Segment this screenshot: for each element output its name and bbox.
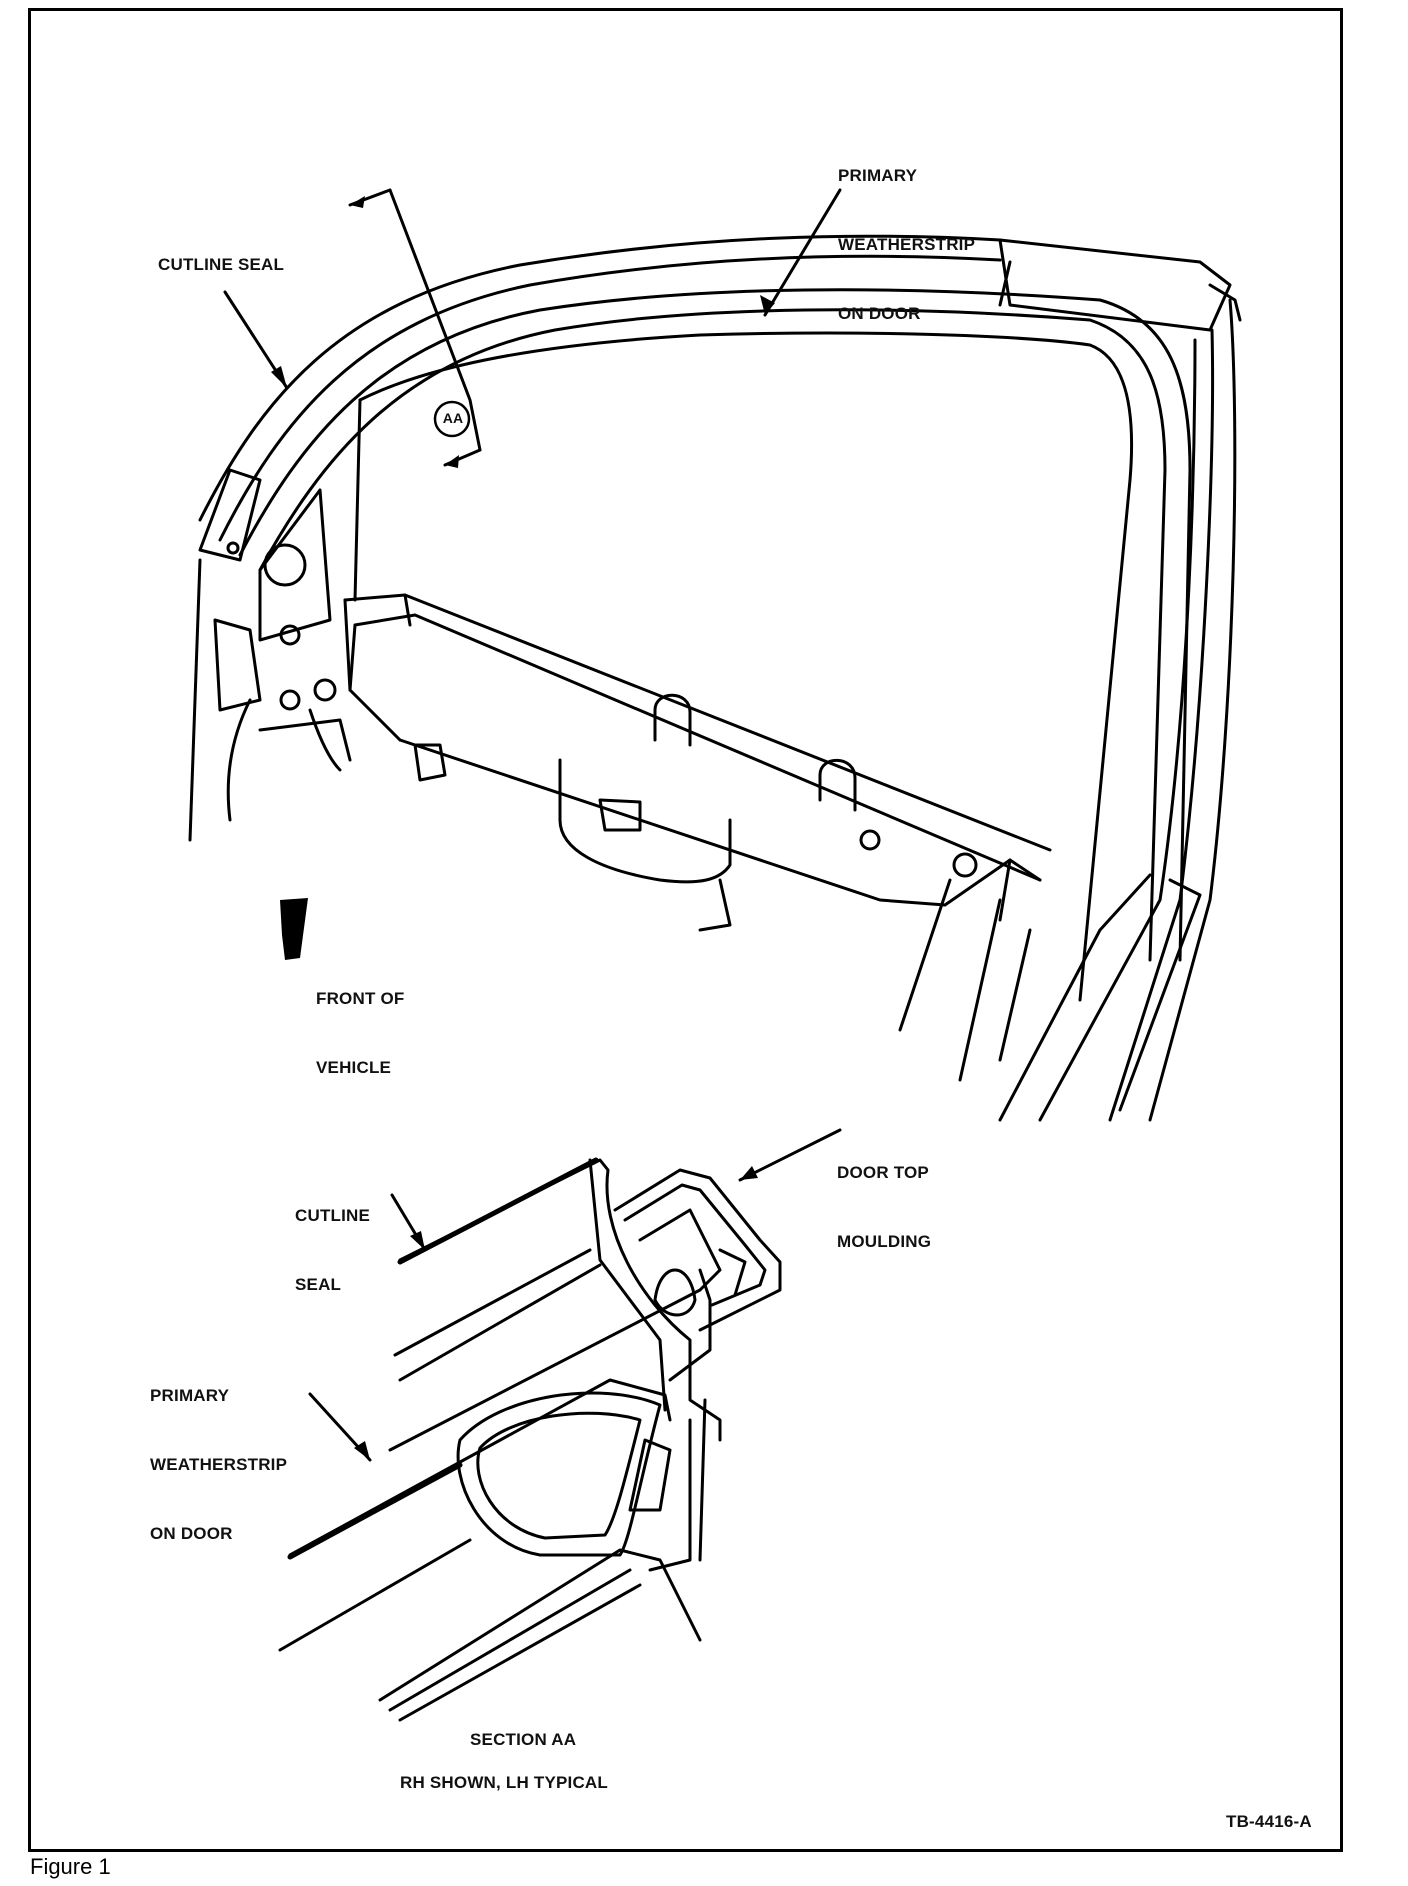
label-line: ON DOOR	[838, 304, 921, 323]
label-line: WEATHERSTRIP	[838, 235, 976, 254]
figure-border	[28, 8, 1343, 1852]
label-front-of-vehicle: FRONT OF VEHICLE	[316, 941, 404, 1102]
label-line: FRONT OF	[316, 989, 405, 1008]
label-primary-weatherstrip-top: PRIMARY WEATHERSTRIP ON DOOR	[838, 118, 975, 348]
label-primary-weatherstrip-section: PRIMARY WEATHERSTRIP ON DOOR	[150, 1338, 287, 1568]
label-line: WEATHERSTRIP	[150, 1455, 288, 1474]
label-line: PRIMARY	[150, 1386, 230, 1405]
section-note: RH SHOWN, LH TYPICAL	[400, 1773, 608, 1792]
label-cutline-seal-section: CUTLINE SEAL	[295, 1158, 370, 1319]
label-door-top-moulding: DOOR TOP MOULDING	[837, 1115, 931, 1276]
label-line: PRIMARY	[838, 166, 918, 185]
label-cutline-seal-top: CUTLINE SEAL	[158, 255, 285, 274]
front-arrow-icon	[280, 898, 308, 960]
label-line: CUTLINE	[295, 1206, 371, 1225]
door-window-frame	[188, 188, 1242, 1122]
section-marker-aa: AA	[442, 410, 464, 426]
drawing-number: TB-4416-A	[1226, 1812, 1312, 1831]
label-line: SEAL	[295, 1275, 342, 1294]
label-line: VEHICLE	[316, 1058, 392, 1077]
label-line: MOULDING	[837, 1232, 932, 1251]
label-line: DOOR TOP	[837, 1163, 929, 1182]
section-title: SECTION AA	[470, 1730, 577, 1749]
figure-caption: Figure 1	[30, 1854, 111, 1879]
label-line: ON DOOR	[150, 1524, 233, 1543]
section-aa-view	[278, 1158, 782, 1722]
